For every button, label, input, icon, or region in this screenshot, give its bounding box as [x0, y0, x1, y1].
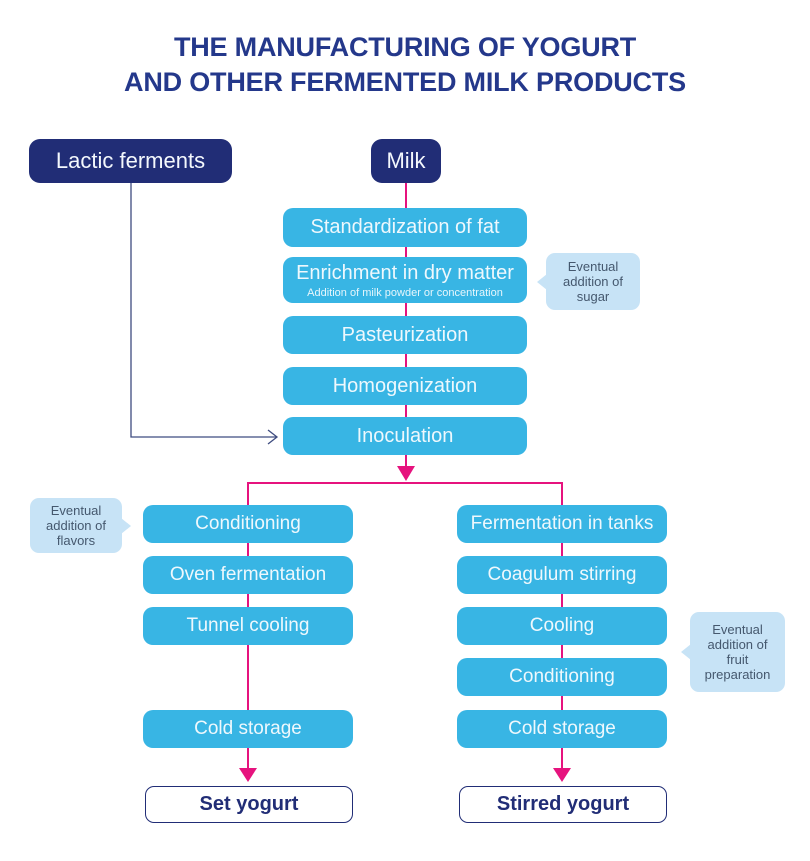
step-label: Fermentation in tanks	[470, 513, 654, 534]
step-label: Cold storage	[508, 718, 616, 739]
step-enrichment-in-dry-matter: Enrichment in dry matter Addition of mil…	[283, 257, 527, 303]
note-eventual-addition-of-fruit-preparation: Eventual addition of fruit preparation	[690, 612, 785, 692]
note-eventual-addition-of-flavors: Eventual addition of flavors	[30, 498, 122, 553]
milk-label: Milk	[386, 148, 426, 173]
page-title-line2: AND OTHER FERMENTED MILK PRODUCTS	[124, 67, 686, 97]
step-label: Pasteurization	[341, 323, 469, 346]
milk-box: Milk	[371, 139, 441, 183]
result-label: Stirred yogurt	[496, 793, 630, 815]
step-label: Oven fermentation	[169, 564, 327, 585]
set-step-cold-storage: Cold storage	[143, 710, 353, 748]
result-stirred-yogurt: Stirred yogurt	[459, 786, 667, 823]
step-pasteurization: Pasteurization	[283, 316, 527, 354]
step-homogenization: Homogenization	[283, 367, 527, 405]
set-step-tunnel-cooling: Tunnel cooling	[143, 607, 353, 645]
step-label: Conditioning	[509, 666, 615, 687]
step-inoculation: Inoculation	[283, 417, 527, 455]
note-text: Eventual addition of flavors	[46, 503, 106, 548]
note-eventual-addition-of-sugar: Eventual addition of sugar	[546, 253, 640, 310]
result-label: Set yogurt	[199, 793, 299, 815]
note-text: Eventual addition of fruit preparation	[704, 622, 771, 682]
step-label: Conditioning	[195, 513, 301, 534]
lactic-connector-line	[130, 183, 276, 438]
step-label: Homogenization	[332, 374, 478, 397]
step-label: Cooling	[529, 615, 595, 636]
lactic-arrowhead-icon	[267, 429, 279, 445]
step-label: Cold storage	[194, 718, 302, 739]
step-label: Coagulum stirring	[487, 564, 637, 585]
step-label: Enrichment in dry matter	[296, 261, 514, 284]
step-label: Inoculation	[356, 424, 454, 447]
page-title: THE MANUFACTURING OF YOGURT AND OTHER FE…	[0, 30, 810, 100]
stirred-step-coagulum-stirring: Coagulum stirring	[457, 556, 667, 594]
step-label: Tunnel cooling	[186, 615, 310, 636]
stirred-arrowhead-icon	[553, 768, 571, 782]
set-arrowhead-icon	[239, 768, 257, 782]
result-set-yogurt: Set yogurt	[145, 786, 353, 823]
page-title-line1: THE MANUFACTURING OF YOGURT	[173, 32, 637, 62]
lactic-ferments-label: Lactic ferments	[55, 148, 206, 173]
stirred-step-cooling: Cooling	[457, 607, 667, 645]
set-step-conditioning: Conditioning	[143, 505, 353, 543]
stirred-step-conditioning: Conditioning	[457, 658, 667, 696]
stirred-step-fermentation-in-tanks: Fermentation in tanks	[457, 505, 667, 543]
lactic-ferments-box: Lactic ferments	[29, 139, 232, 183]
step-label: Standardization of fat	[310, 216, 500, 238]
step-sublabel: Addition of milk powder or concentration	[307, 286, 503, 299]
set-step-oven-fermentation: Oven fermentation	[143, 556, 353, 594]
stirred-step-cold-storage: Cold storage	[457, 710, 667, 748]
note-text: Eventual addition of sugar	[563, 259, 623, 304]
step-standardization-of-fat: Standardization of fat	[283, 208, 527, 247]
split-arrowhead-icon	[397, 466, 415, 481]
